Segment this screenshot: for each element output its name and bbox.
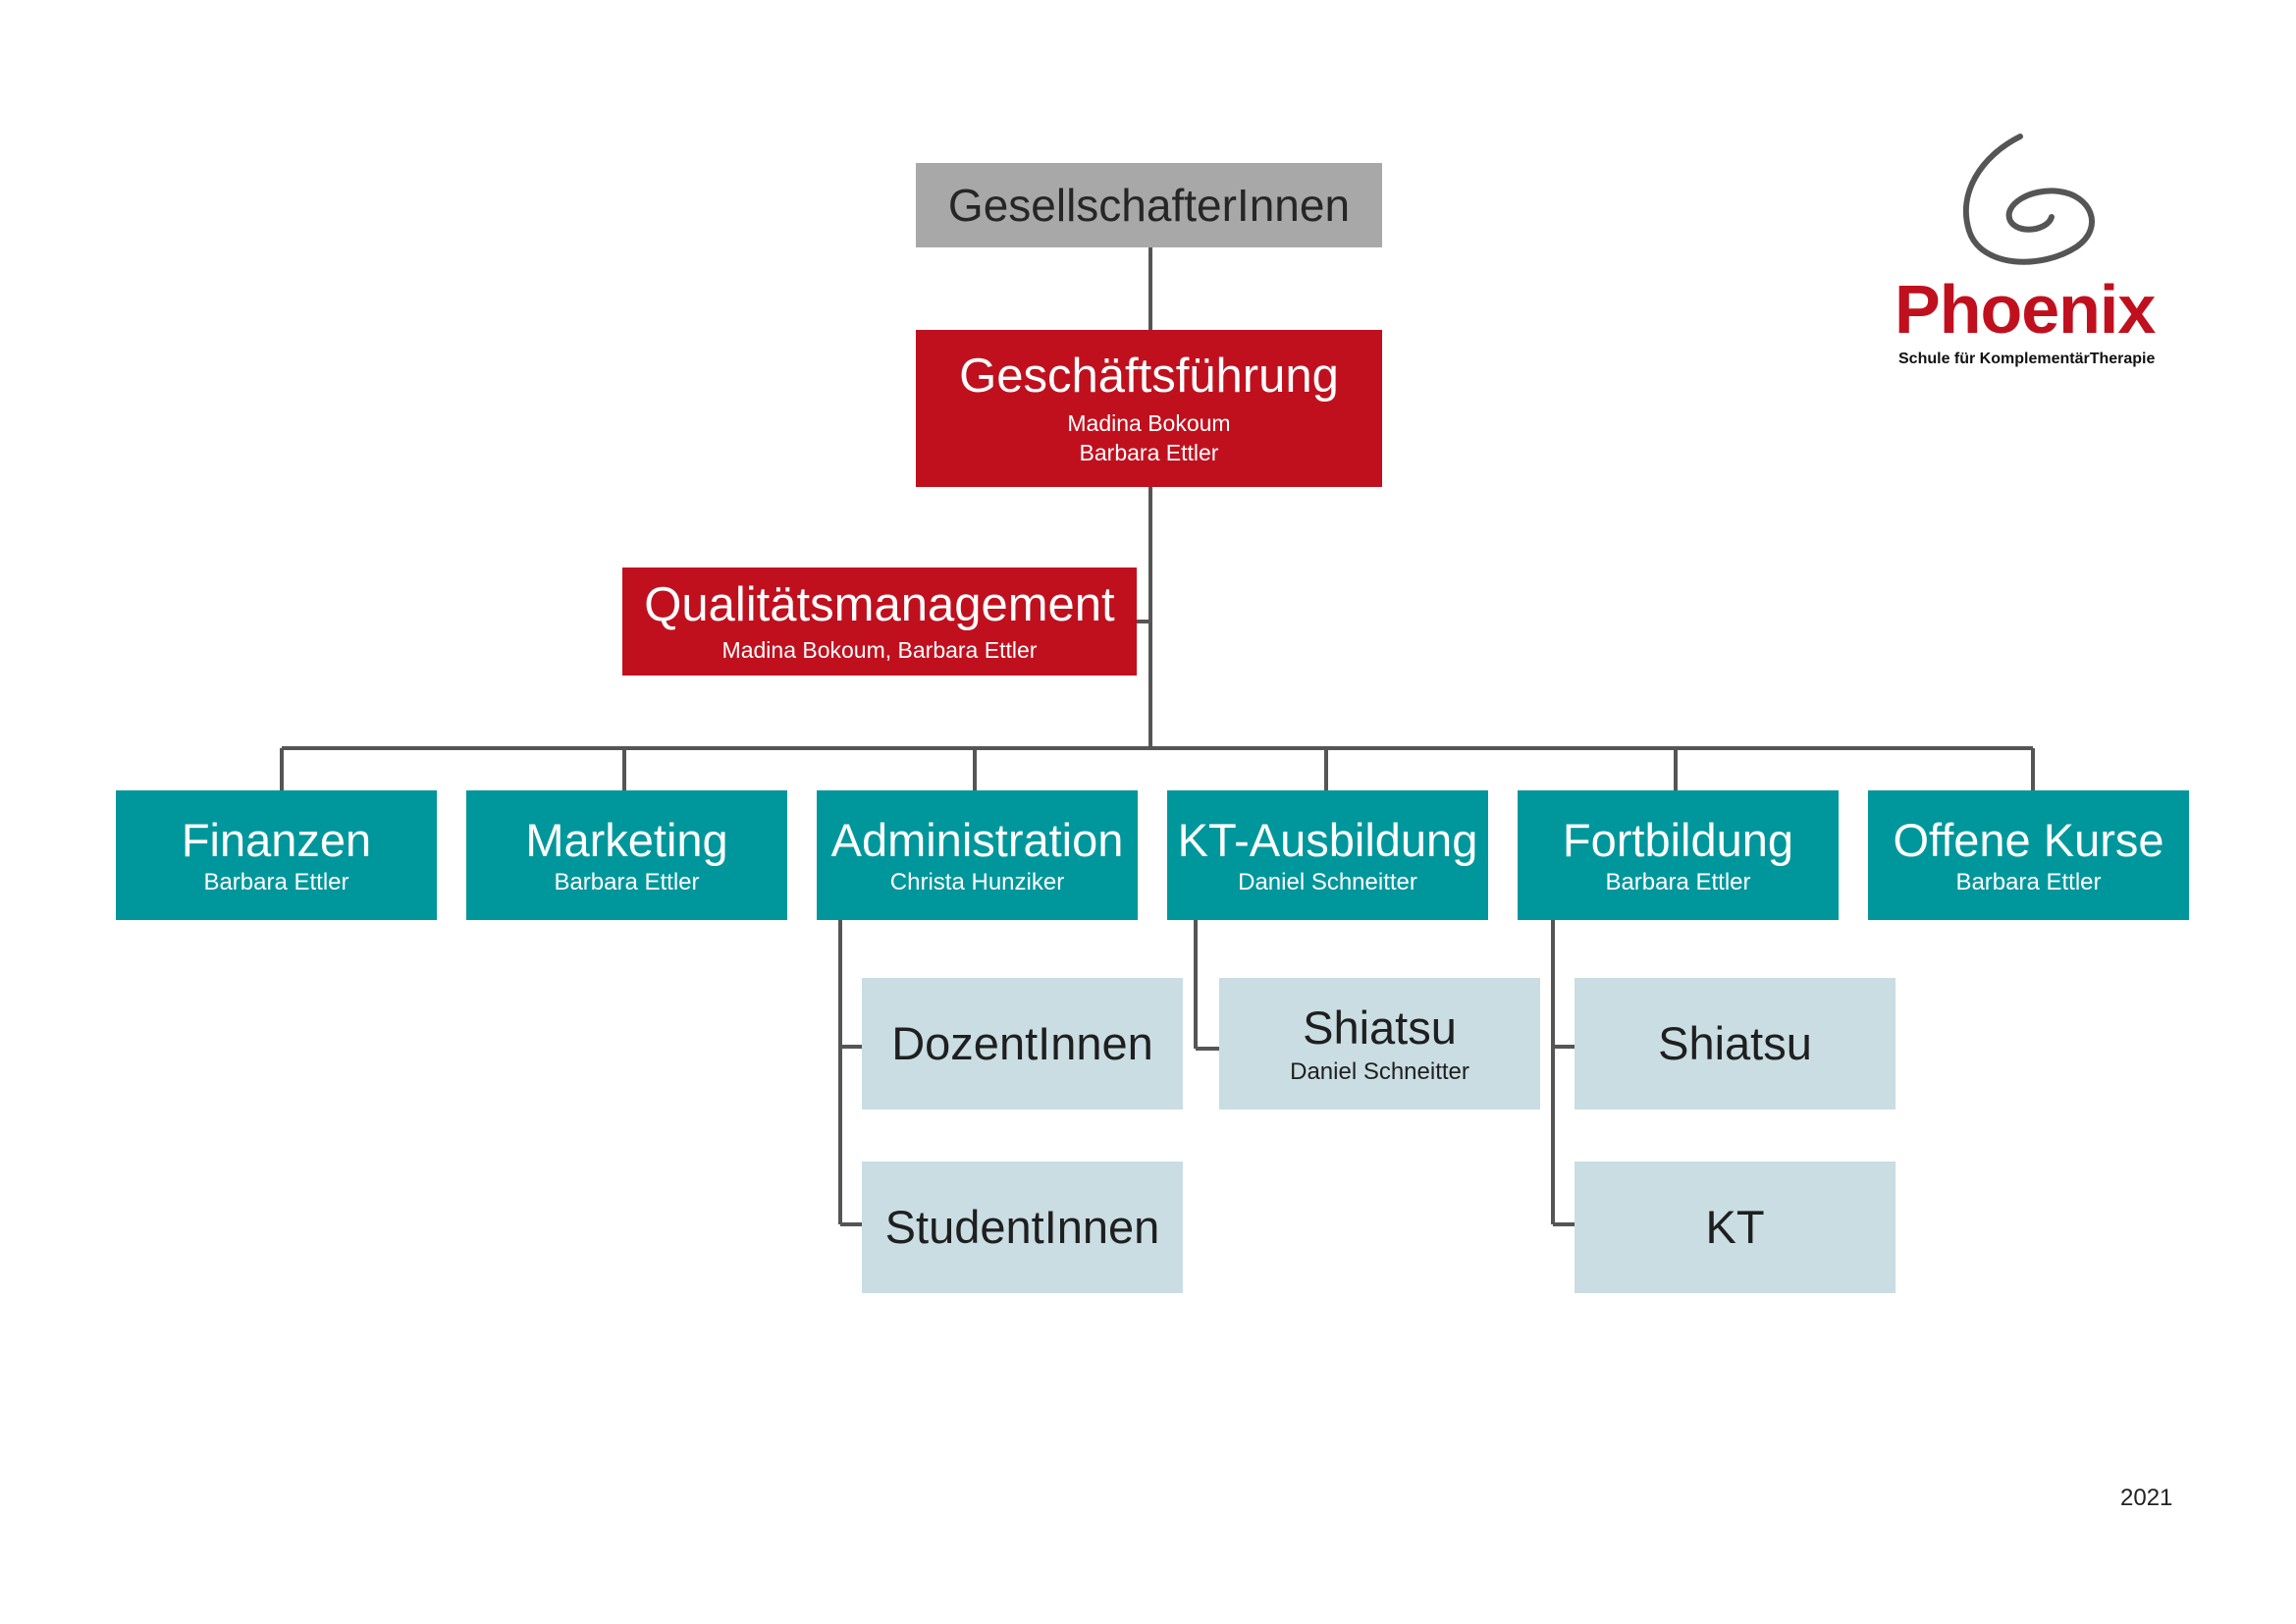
sub-dozentinnen: DozentInnen (862, 978, 1183, 1110)
department-marketing: Marketing Barbara Ettler (466, 790, 787, 920)
quality-management-people: Madina Bokoum, Barbara Ettler (721, 637, 1038, 664)
department-person: Barbara Ettler (554, 869, 700, 896)
quality-management-box: Qualitätsmanagement Madina Bokoum, Barba… (622, 568, 1137, 676)
department-offene-kurse: Offene Kurse Barbara Ettler (1868, 790, 2189, 920)
department-title: Offene Kurse (1893, 814, 2164, 867)
phoenix-swirl-icon (1962, 134, 2096, 265)
sub-title: Shiatsu (1303, 1001, 1457, 1055)
sub-shiatsu-fortbildung: Shiatsu (1575, 978, 1896, 1110)
department-title: Administration (830, 814, 1124, 867)
sub-person: Daniel Schneitter (1290, 1058, 1469, 1086)
department-title: KT-Ausbildung (1177, 814, 1478, 867)
sub-title: StudentInnen (884, 1200, 1160, 1253)
sub-studentinnen: StudentInnen (862, 1162, 1183, 1293)
shareholders-title: GesellschafterInnen (947, 179, 1351, 231)
department-administration: Administration Christa Hunziker (817, 790, 1138, 920)
sub-kt-fortbildung: KT (1575, 1162, 1896, 1293)
sub-title: DozentInnen (891, 1016, 1153, 1069)
department-person: Daniel Schneitter (1238, 869, 1417, 896)
department-person: Christa Hunziker (889, 869, 1065, 896)
management-title: Geschäftsführung (959, 349, 1339, 403)
department-title: Fortbildung (1562, 814, 1794, 867)
shareholders-box: GesellschafterInnen (916, 163, 1382, 247)
management-box: Geschäftsführung Madina Bokoum Barbara E… (916, 330, 1382, 487)
logo-name: Phoenix (1895, 271, 2156, 348)
management-person-2: Barbara Ettler (1079, 440, 1219, 466)
phoenix-logo: Phoenix Schule für KomplementärTherapie (1895, 133, 2189, 378)
department-title: Marketing (525, 814, 728, 867)
department-person: Barbara Ettler (203, 869, 349, 896)
sub-title: Shiatsu (1658, 1016, 1812, 1069)
sub-shiatsu-ausbildung: Shiatsu Daniel Schneitter (1219, 978, 1540, 1110)
department-person: Barbara Ettler (1955, 869, 2102, 896)
quality-management-title: Qualitätsmanagement (644, 577, 1115, 631)
department-fortbildung: Fortbildung Barbara Ettler (1518, 790, 1839, 920)
logo-tagline: Schule für KomplementärTherapie (1898, 351, 2156, 367)
department-person: Barbara Ettler (1605, 869, 1751, 896)
department-finanzen: Finanzen Barbara Ettler (116, 790, 437, 920)
management-person-1: Madina Bokoum (1067, 410, 1231, 437)
department-kt-ausbildung: KT-Ausbildung Daniel Schneitter (1167, 790, 1488, 920)
footer-year: 2021 (2120, 1485, 2173, 1511)
sub-title: KT (1705, 1200, 1765, 1253)
department-title: Finanzen (181, 814, 372, 867)
